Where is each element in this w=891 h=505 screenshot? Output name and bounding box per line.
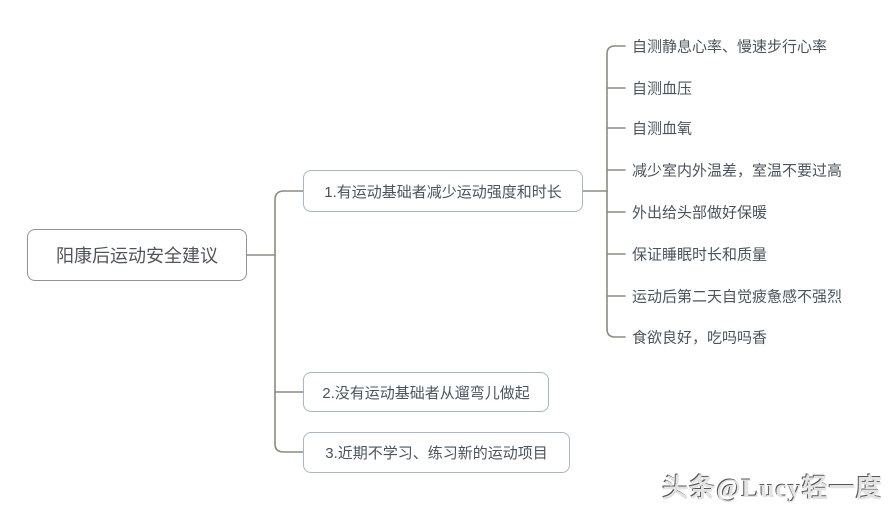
branch-topic-1: 1.有运动基础者减少运动强度和时长: [303, 170, 583, 212]
leaf-item-8: 食欲良好，吃吗吗香: [632, 329, 768, 347]
branch-topic-2-label: 2.没有运动基础者从遛弯儿做起: [322, 384, 530, 402]
branch-topic-3-label: 3.近期不学习、练习新的运动项目: [325, 445, 548, 462]
watermark: 头条@Lucy轻一度: [662, 474, 883, 503]
branch-topic-1-label: 1.有运动基础者减少运动强度和时长: [324, 183, 562, 201]
leaf-item-5: 外出给头部做好保暖: [632, 204, 768, 222]
branch-topic-2: 2.没有运动基础者从遛弯儿做起: [303, 372, 549, 412]
root-topic: 阳康后运动安全建议: [27, 229, 247, 281]
leaf-item-3: 自测血氧: [632, 120, 693, 138]
root-topic-label: 阳康后运动安全建议: [56, 246, 218, 266]
leaf-item-1: 自测静息心率、慢速步行心率: [632, 38, 828, 56]
leaf-item-4: 减少室内外温差，室温不要过高: [632, 162, 843, 180]
leaf-item-6: 保证睡眠时长和质量: [632, 246, 768, 264]
leaf-item-7: 运动后第二天自觉疲惫感不强烈: [632, 288, 843, 306]
branch-topic-3: 3.近期不学习、练习新的运动项目: [303, 432, 570, 473]
leaf-item-2: 自测血压: [632, 80, 693, 98]
